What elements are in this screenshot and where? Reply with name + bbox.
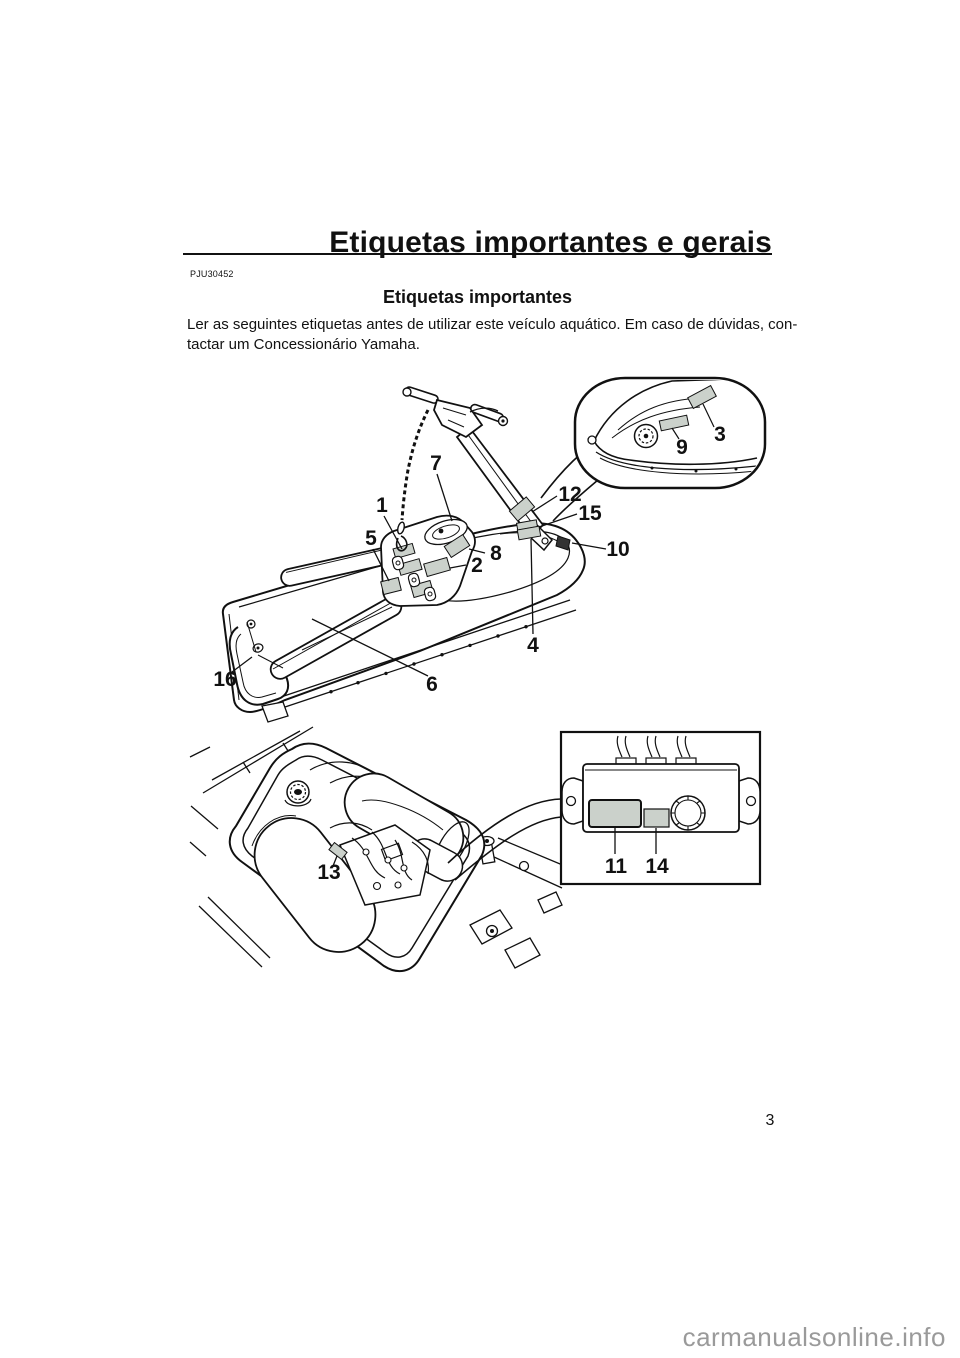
inset-connector-lines-2 (447, 798, 562, 881)
electrical-label-patch-14 (643, 808, 670, 828)
section-code: PJU30452 (190, 269, 234, 279)
rub-rail-screws (329, 625, 528, 694)
section-title: Etiquetas importantes (382, 287, 573, 307)
callout-2: 2 (471, 554, 483, 577)
callout-6: 6 (426, 673, 438, 696)
electrical-box (561, 735, 761, 854)
callout-3: 3 (714, 423, 726, 446)
callout-9: 9 (676, 436, 688, 459)
engine-bay-contents (251, 761, 470, 953)
callout-16: 16 (213, 668, 236, 691)
engine-block (339, 824, 431, 906)
callout-5: 5 (365, 527, 377, 550)
pole-label-patch (508, 496, 536, 522)
callout-7: 7 (430, 452, 442, 475)
fuel-cap (284, 780, 312, 807)
callout-11: 11 (605, 855, 628, 878)
fuel-tank (253, 817, 377, 953)
figure-engine-compartment: 11 14 13 (189, 726, 762, 973)
callout-4: 4 (527, 634, 539, 657)
paragraph-line-1: Ler as seguintes etiquetas antes de util… (187, 316, 798, 333)
callout-13: 13 (317, 861, 340, 884)
callout-10: 10 (606, 538, 629, 561)
figure1-leader-lines (231, 473, 607, 677)
safety-lanyard-chain (395, 409, 430, 552)
header-rule (183, 253, 772, 255)
page-number: 3 (765, 1112, 775, 1129)
figure1-callouts: 7 1 5 12 15 10 8 2 4 16 6 (213, 452, 629, 696)
callout-15: 15 (578, 502, 602, 525)
callout-14: 14 (645, 855, 669, 878)
electrical-label-patch-11 (588, 799, 642, 828)
bow-sponson (555, 535, 571, 551)
callout-1: 1 (376, 494, 388, 517)
callout-8: 8 (490, 542, 502, 565)
engine-label-patch (328, 841, 348, 861)
paragraph-line-2: tactar um Concessionário Yamaha. (187, 336, 420, 353)
inset-bow-detail: 9 3 (573, 376, 767, 490)
figure-labels-overview: 9 3 7 1 5 12 15 10 8 2 4 (213, 376, 767, 723)
bow-deck-labels (515, 519, 571, 551)
watermark: carmanualsonline.info (682, 1322, 946, 1352)
callout-12: 12 (558, 483, 581, 506)
round-access-cap (670, 795, 706, 831)
hood-latches (391, 555, 437, 602)
inset-electrical-box: 11 14 (559, 730, 762, 886)
fuel-filler-cap (633, 423, 659, 449)
tray-rails (246, 547, 403, 680)
handlebars (402, 386, 509, 439)
